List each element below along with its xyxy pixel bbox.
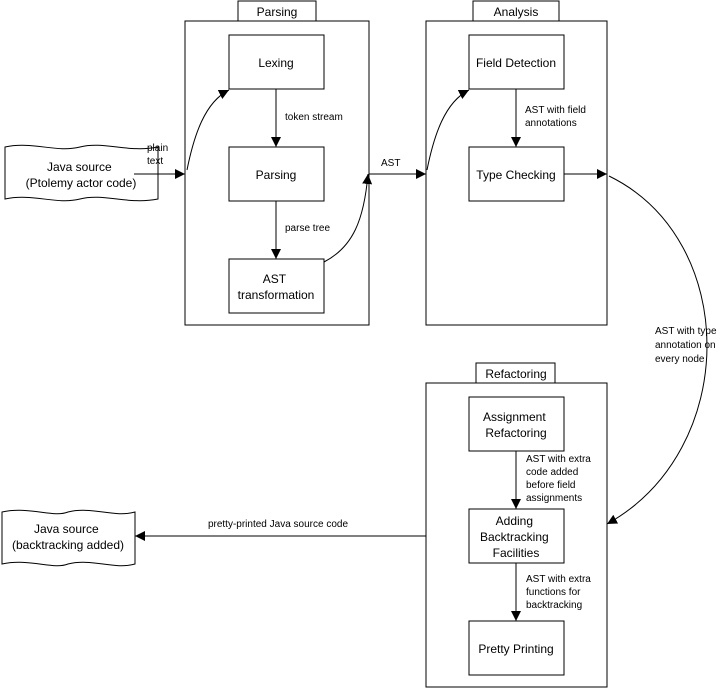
step-assignment-refactoring-label-1: Assignment bbox=[483, 410, 546, 424]
step-field-detection: Field Detection bbox=[468, 34, 565, 90]
svg-text:Java source (backtrackin: Java source (backtracking added) bbox=[12, 522, 124, 552]
svg-text:Assignment Refactoring: Assignment Refactoring bbox=[483, 410, 549, 440]
label-parse-tree: parse tree bbox=[285, 223, 330, 234]
document-input-label-1: Java source bbox=[47, 160, 112, 174]
document-output: Java source (backtracking added) bbox=[1, 509, 136, 567]
step-field-detection-label: Field Detection bbox=[476, 56, 556, 70]
label-ast-type-annotation: AST with type annotation on every node bbox=[655, 326, 719, 365]
step-ast-transformation-label-1: AST bbox=[263, 272, 287, 286]
step-adding-backtracking-label-2: Backtracking bbox=[480, 530, 549, 544]
group-analysis-title: Analysis bbox=[494, 5, 539, 19]
group-parsing-title: Parsing bbox=[257, 5, 298, 19]
step-ast-transformation-label-2: transformation bbox=[238, 288, 315, 302]
step-ast-transformation: AST transformation bbox=[228, 258, 325, 314]
label-token-stream: token stream bbox=[285, 112, 343, 123]
label-pretty-printed: pretty-printed Java source code bbox=[208, 519, 349, 530]
document-output-label-1: Java source bbox=[34, 522, 99, 536]
step-parsing-label: Parsing bbox=[256, 168, 297, 182]
document-output-label-2: (backtracking added) bbox=[12, 538, 124, 552]
step-lexing-label: Lexing bbox=[258, 56, 293, 70]
edge-ast-transformation-to-exit bbox=[323, 173, 373, 263]
step-parsing: Parsing bbox=[228, 146, 325, 202]
label-ast-extra-code: AST with extra code added before field a… bbox=[526, 454, 594, 504]
step-adding-backtracking-label-3: Facilities bbox=[493, 546, 540, 560]
svg-text:Adding Backtracking: Adding Backtracking Facilities bbox=[480, 514, 552, 560]
group-refactoring-title: Refactoring bbox=[485, 367, 546, 381]
step-assignment-refactoring: Assignment Refactoring bbox=[468, 396, 565, 452]
svg-text:Parsing: Parsing bbox=[256, 168, 297, 182]
edge-entry-to-lexing bbox=[186, 89, 230, 171]
svg-text:Java source (Ptolemy act: Java source (Ptolemy actor code) bbox=[26, 160, 137, 190]
svg-text:Field Detection: Field Detection bbox=[476, 56, 556, 70]
edge-entry-to-field-detection bbox=[426, 89, 470, 171]
document-input: Java source (Ptolemy actor code) bbox=[4, 144, 159, 202]
group-analysis-tab bbox=[472, 0, 560, 22]
step-adding-backtracking-label-1: Adding bbox=[496, 514, 533, 528]
step-pretty-printing: Pretty Printing bbox=[468, 620, 565, 676]
svg-text:Lexing: Lexing bbox=[258, 56, 293, 70]
group-parsing-tab bbox=[237, 0, 317, 22]
document-input-label-2: (Ptolemy actor code) bbox=[26, 176, 137, 190]
svg-text:Type Checking: Type Checking bbox=[476, 168, 555, 182]
step-pretty-printing-label: Pretty Printing bbox=[478, 642, 553, 656]
label-plain-text: plain text bbox=[147, 143, 171, 167]
group-refactoring-tab bbox=[475, 362, 556, 384]
svg-text:Pretty Printing: Pretty Printing bbox=[478, 642, 553, 656]
label-ast-extra-functions: AST with extra functions for backtrackin… bbox=[526, 574, 594, 611]
edge-analysis-to-refactoring bbox=[606, 175, 708, 525]
label-ast-field-annotations: AST with field annotations bbox=[525, 105, 589, 129]
step-adding-backtracking: Adding Backtracking Facilities bbox=[468, 508, 565, 564]
step-type-checking-label: Type Checking bbox=[476, 168, 555, 182]
step-assignment-refactoring-label-2: Refactoring bbox=[485, 426, 546, 440]
step-lexing: Lexing bbox=[228, 34, 325, 90]
label-ast: AST bbox=[381, 158, 400, 169]
svg-text:AST transformation: AST transformation bbox=[238, 272, 315, 302]
step-type-checking: Type Checking bbox=[468, 146, 565, 202]
